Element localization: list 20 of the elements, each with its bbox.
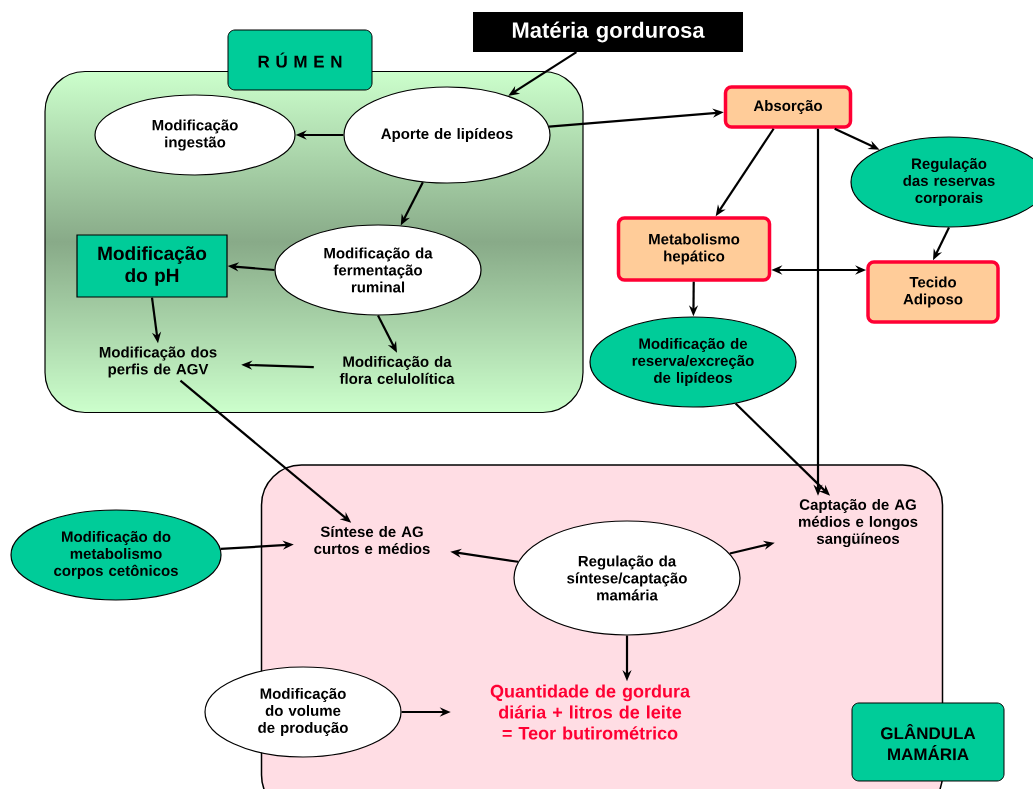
node-text: Síntese de AG curtos e médios — [314, 525, 430, 555]
ellipse-node: Aporte de lipídeos — [343, 86, 551, 184]
process-box: Tecido Adiposo — [866, 260, 1000, 324]
node-text: Modificação dos perfis de AGV — [99, 346, 217, 378]
ellipse-node: Modificação ingestão — [94, 94, 296, 176]
ellipse-node: Regulação das reservas corporais — [850, 136, 1033, 228]
process-box: Metabolismo hepático — [616, 216, 772, 282]
result-text: Quantidade de gordura diária + litros de leite = Teor butirométrico — [490, 684, 691, 740]
process-box: Absorção — [723, 85, 853, 129]
process-box: Modificação do pH — [76, 234, 228, 298]
node-text: Modificação da flora celulolítica — [339, 356, 455, 384]
node-text: Captação de AG médios e longos sangüíneos — [799, 498, 918, 547]
label-box: GLÂNDULA MAMÁRIA — [851, 702, 1005, 782]
ellipse-node: Modificação do volume de produção — [204, 666, 402, 758]
ellipse-node: Modificação de reserva/excreção de lipídeos — [589, 316, 797, 408]
ellipse-node: Modificação da fermentação ruminal — [274, 224, 482, 316]
label-box: R Ú M E N — [227, 29, 373, 91]
ellipse-node: Regulação da síntese/captação mamária — [513, 520, 741, 636]
title-box: Matéria gordurosa — [473, 12, 743, 52]
ellipse-node: Modificação do metabolismo corpos cetônicos — [10, 509, 222, 601]
